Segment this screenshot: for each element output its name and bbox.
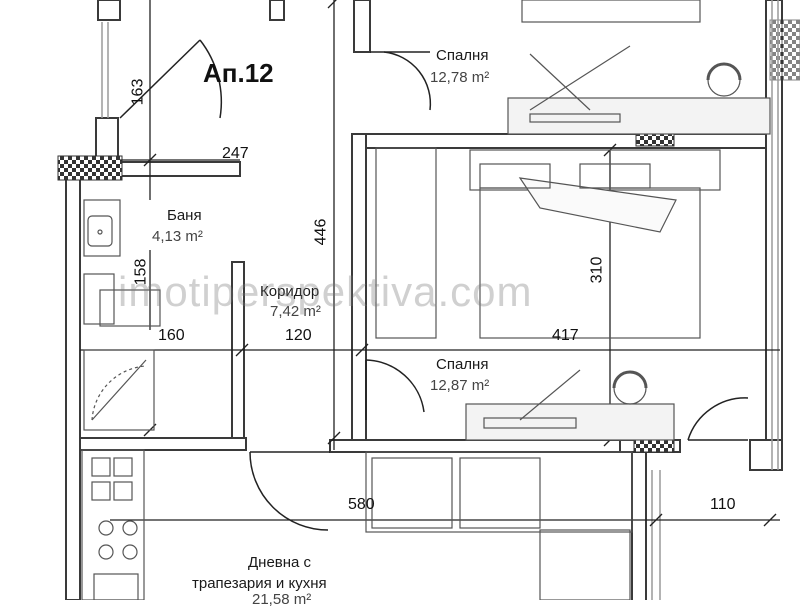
apartment-title: Ап.12 [203, 58, 274, 88]
bedroom-top-area: 12,78 m² [430, 69, 490, 86]
corridor-area: 7,42 m² [270, 303, 321, 320]
dimension-120: 120 [285, 327, 312, 344]
corridor-name: Коридор [260, 283, 320, 300]
living-name-line1: Дневна с [248, 554, 312, 571]
bathroom-area: 4,13 m² [152, 228, 203, 245]
bathroom-name: Баня [167, 207, 202, 224]
dimension-417: 417 [552, 327, 579, 344]
watermark: imotiperspektiva.com [118, 268, 533, 315]
dimension-110: 110 [710, 496, 736, 513]
dimension-580: 580 [348, 496, 375, 513]
living-name-line2: трапезария и кухня [192, 575, 327, 592]
furniture [81, 0, 771, 600]
windows [101, 0, 779, 600]
columns [57, 19, 800, 453]
dimension-160: 160 [158, 327, 185, 344]
dimension-446: 446 [312, 218, 330, 246]
dimension-lines [80, 0, 780, 527]
doors [119, 39, 749, 531]
bedroom-mid-name: Спалня [436, 356, 489, 373]
bedroom-mid-area: 12,87 m² [430, 377, 490, 394]
dimension-163: 163 [129, 78, 147, 106]
dimension-247: 247 [222, 145, 249, 162]
dimension-310: 310 [588, 256, 606, 284]
bedroom-top-name: Спалня [436, 47, 489, 64]
